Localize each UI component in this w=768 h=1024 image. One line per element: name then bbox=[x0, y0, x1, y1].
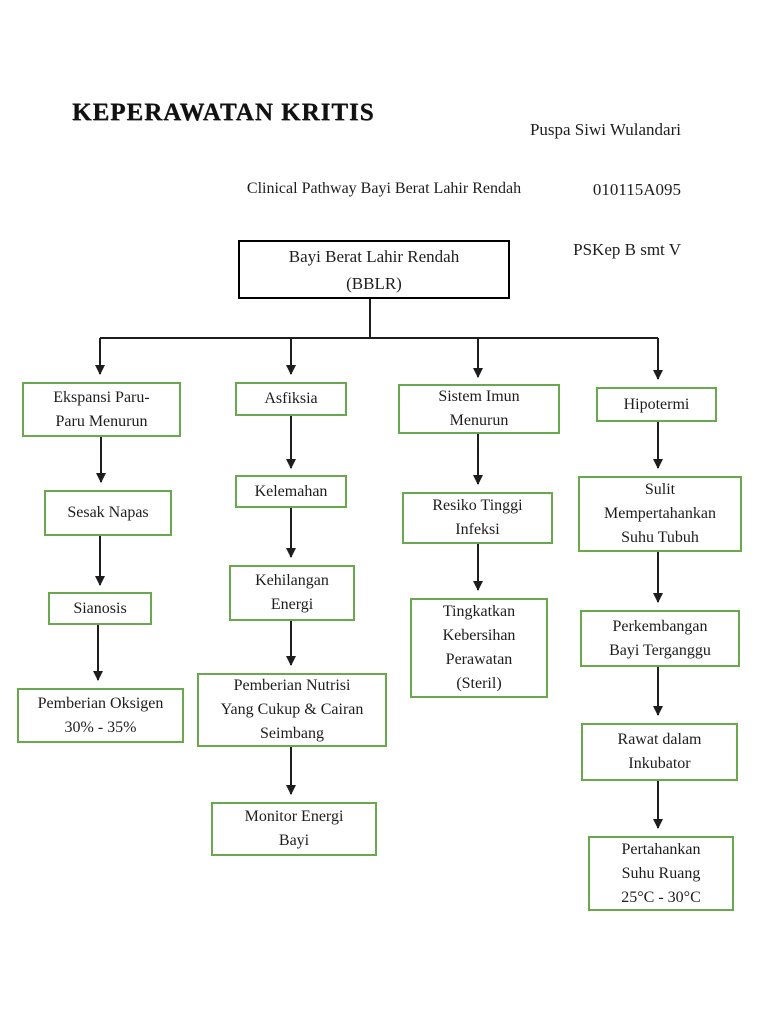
flow-node-sulit-mempertahankan-suhu: Sulit Mempertahankan Suhu Tubuh bbox=[578, 476, 742, 552]
flow-node-label: Sistem Imun Menurun bbox=[438, 388, 520, 429]
flow-node-kelemahan: Kelemahan bbox=[235, 475, 347, 508]
author-student-id: 010115A095 bbox=[592, 180, 681, 199]
flow-node-sesak-napas: Sesak Napas bbox=[44, 490, 172, 536]
flow-node-hipotermi: Hipotermi bbox=[596, 387, 717, 422]
flow-node-label: Monitor Energi Bayi bbox=[244, 808, 344, 849]
flow-node-label: Pemberian Nutrisi Yang Cukup & Cairan Se… bbox=[220, 677, 364, 742]
flow-node-label: Hipotermi bbox=[623, 395, 690, 413]
flow-node-label: Sulit Mempertahankan Suhu Tubuh bbox=[604, 481, 716, 546]
flow-node-resiko-tinggi-infeksi: Resiko Tinggi Infeksi bbox=[402, 492, 553, 544]
flow-node-pertahankan-suhu-ruang: Pertahankan Suhu Ruang 25°C - 30°C bbox=[588, 836, 734, 911]
flow-node-label: Bayi Berat Lahir Rendah (BBLR) bbox=[288, 246, 460, 293]
flow-node-label: Pemberian Oksigen 30% - 35% bbox=[37, 694, 164, 736]
author-class: PSKep B smt V bbox=[573, 240, 681, 259]
flow-node-label: Sesak Napas bbox=[67, 504, 149, 521]
author-block: Puspa Siwi Wulandari 010115A095 PSKep B … bbox=[530, 85, 681, 295]
flow-node-label: Kehilangan Energi bbox=[255, 572, 329, 613]
flow-node-asfiksia: Asfiksia bbox=[235, 382, 347, 416]
flow-node-ekspansi-paru-menurun: Ekspansi Paru- Paru Menurun bbox=[22, 382, 181, 437]
flow-node-label: Resiko Tinggi Infeksi bbox=[432, 497, 523, 538]
flow-node-label: Asfiksia bbox=[264, 390, 318, 407]
flow-node-bblr-root: Bayi Berat Lahir Rendah (BBLR) bbox=[238, 240, 510, 299]
flow-node-rawat-dalam-inkubator: Rawat dalam Inkubator bbox=[581, 723, 738, 781]
flow-node-label: Perkembangan Bayi Terganggu bbox=[609, 617, 711, 659]
diagram-title: Clinical Pathway Bayi Berat Lahir Rendah bbox=[246, 180, 522, 197]
page-title: KEPERAWATAN KRITIS bbox=[72, 99, 375, 126]
flow-node-sistem-imun-menurun: Sistem Imun Menurun bbox=[398, 384, 560, 434]
flow-node-tingkatkan-kebersihan: Tingkatkan Kebersihan Perawatan (Steril) bbox=[410, 598, 548, 698]
author-name: Puspa Siwi Wulandari bbox=[529, 120, 681, 139]
flow-node-pemberian-nutrisi: Pemberian Nutrisi Yang Cukup & Cairan Se… bbox=[197, 673, 387, 747]
flow-node-label: Kelemahan bbox=[254, 482, 328, 500]
flow-node-pemberian-oksigen: Pemberian Oksigen 30% - 35% bbox=[17, 688, 184, 743]
flow-node-label: Pertahankan Suhu Ruang 25°C - 30°C bbox=[621, 840, 701, 906]
flow-node-perkembangan-bayi-terganggu: Perkembangan Bayi Terganggu bbox=[580, 610, 740, 667]
flow-node-kehilangan-energi: Kehilangan Energi bbox=[229, 565, 355, 621]
flow-node-label: Sianosis bbox=[73, 599, 127, 617]
flow-node-monitor-energi-bayi: Monitor Energi Bayi bbox=[211, 802, 377, 856]
flow-node-sianosis: Sianosis bbox=[48, 592, 152, 625]
flow-node-label: Ekspansi Paru- Paru Menurun bbox=[53, 388, 150, 430]
flow-node-label: Rawat dalam Inkubator bbox=[617, 731, 702, 772]
flow-node-label: Tingkatkan Kebersihan Perawatan (Steril) bbox=[442, 603, 516, 692]
